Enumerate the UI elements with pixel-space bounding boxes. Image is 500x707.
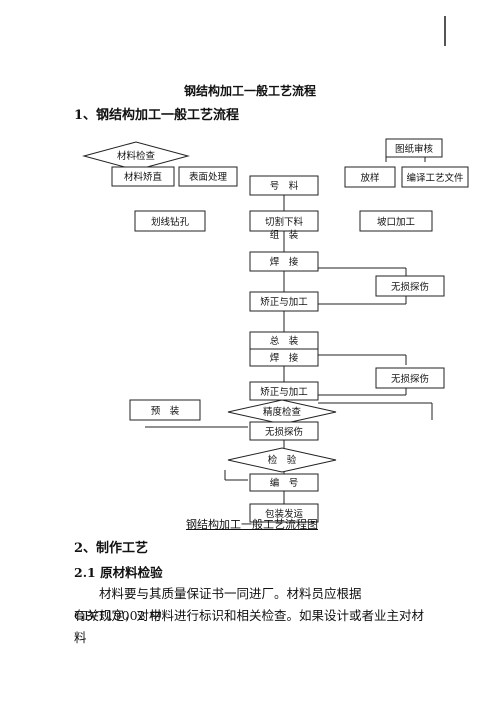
ndt-box-3 — [249, 421, 319, 441]
weld-label-2: 焊 接 — [270, 352, 299, 364]
drawing-review-box — [385, 138, 443, 158]
weld-box-2 — [249, 348, 319, 367]
preassemble-label: 预 装 — [151, 405, 180, 417]
ndt-box-2 — [375, 367, 445, 389]
section-heading-2: 2、制作工艺 — [74, 541, 149, 556]
correct-box-1 — [249, 291, 319, 312]
cut-label: 切割下料 — [265, 216, 304, 228]
precision-check-diamond — [227, 399, 337, 425]
section-heading-2-1: 2.1 原材料检验 — [74, 565, 163, 580]
ndt-label-3: 无损探伤 — [265, 426, 303, 438]
pack-ship-box — [249, 503, 319, 523]
straighten-box — [111, 166, 175, 187]
scribe-drill-box — [134, 210, 206, 232]
document-title: 钢结构加工一般工艺流程 — [183, 84, 316, 98]
paragraph-line-2: 有关规定，对材料进行标识和相关检查。如果设计或者业主对材料 — [74, 608, 425, 645]
correct-label-2: 矫正与加工 — [260, 386, 308, 398]
surface-treatment-label: 表面处理 — [189, 171, 228, 183]
groove-box — [359, 210, 433, 232]
assemble-total-label: 总 装 — [270, 335, 299, 347]
scribe-drill-label: 划线钻孔 — [151, 216, 190, 228]
drawing-review-label: 图纸审核 — [395, 143, 434, 155]
inspection-label: 检 验 — [268, 454, 297, 466]
material-check-label: 材料检查 — [117, 150, 156, 162]
ndt-box-1 — [375, 275, 445, 297]
weld-box-1 — [249, 251, 319, 272]
surface-treatment-box — [178, 166, 238, 187]
flowchart-caption: 钢结构加工一般工艺流程图 — [186, 518, 318, 531]
marking-label: 号 料 — [270, 180, 299, 192]
layout-box — [344, 166, 396, 188]
process-file-box — [401, 166, 469, 188]
cut-box — [249, 210, 319, 232]
ndt-label-2: 无损探伤 — [391, 373, 429, 385]
precision-check-label: 精度检查 — [263, 406, 302, 418]
correct-box-2 — [249, 381, 319, 401]
straighten-label: 材料矫直 — [124, 171, 163, 183]
pack-ship-label: 包装发运 — [265, 508, 304, 520]
groove-label: 坡口加工 — [377, 216, 416, 228]
marking-box — [249, 175, 319, 196]
preassemble-box — [129, 399, 201, 421]
weld-label-1: 焊 接 — [270, 256, 299, 268]
correct-label-1: 矫正与加工 — [260, 296, 308, 308]
assemble-small-label: 组 装 — [270, 229, 299, 241]
ndt-label-1: 无损探伤 — [391, 281, 429, 293]
process-file-label: 编译工艺文件 — [406, 172, 464, 184]
material-check-diamond — [82, 141, 190, 171]
numbering-label: 编 号 — [270, 477, 299, 489]
layout-label: 放样 — [360, 172, 379, 184]
process-flowchart: 材料检查 精度检查 检 验 材料矫直 表面处理 图纸审核 放样 编译工艺文件 号… — [82, 138, 469, 523]
numbering-box — [249, 473, 319, 492]
section-heading-1: 1、钢结构加工一般工艺流程 — [74, 108, 240, 123]
scan-mark — [438, 16, 452, 46]
inspection-diamond — [227, 447, 337, 473]
paragraph-line-1: 材料要与其质量保证书一同进厂。材料员应根据 GB/T19002 中 — [74, 586, 362, 623]
